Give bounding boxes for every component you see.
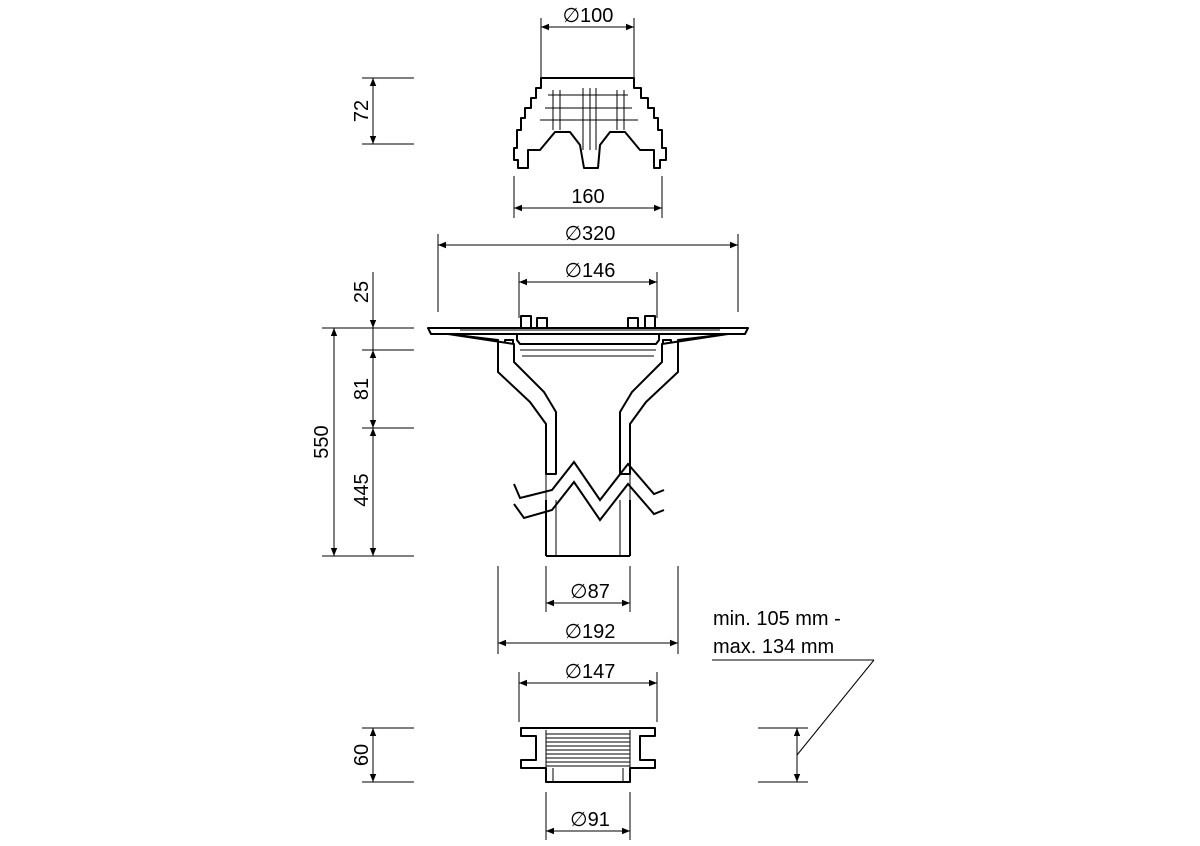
grate-icon	[513, 77, 667, 169]
svg-text:∅320: ∅320	[565, 223, 616, 245]
extension-bottom-diameter-value: 91	[588, 809, 610, 831]
extension-dimension-diameter-147: ∅147	[518, 661, 658, 722]
flange-dimension-height-25: 25	[351, 272, 414, 329]
body-dimension-length-550: 550	[311, 327, 414, 557]
range-note-line-2: max. 134 mm	[713, 636, 834, 658]
svg-text:∅91: ∅91	[570, 809, 610, 831]
grate-dimension-height-72: 72	[351, 77, 414, 145]
pipe-length-value: 445	[351, 473, 373, 506]
flange-dimension-diameter-320: ∅320	[437, 223, 739, 312]
grate-diameter-value: 100	[580, 5, 613, 27]
grate-base-width-value: 160	[571, 186, 604, 208]
pipe-diameter-value: 87	[588, 581, 610, 603]
svg-text:∅147: ∅147	[565, 661, 616, 683]
extension-dimension-height-60: 60	[351, 727, 414, 783]
body-dimension-length-81: 81	[351, 328, 414, 429]
svg-text:∅146: ∅146	[565, 260, 616, 282]
adjustment-range-callout: min. 105 mm - max. 134 mm	[712, 608, 875, 783]
drain-body-icon	[427, 315, 749, 557]
flange-height-value: 25	[351, 281, 373, 303]
pipe-dimension-length-445: 445	[351, 428, 377, 556]
body-dimension-diameter-146: ∅146	[518, 260, 658, 318]
extension-top-diameter-value: 147	[582, 661, 615, 683]
svg-text:∅100: ∅100	[563, 5, 614, 27]
break-line-icon	[513, 460, 665, 522]
extension-dimension-diameter-91: ∅91	[545, 792, 631, 840]
grate-dimension-diameter-100: ∅100	[540, 5, 635, 78]
svg-text:∅87: ∅87	[570, 581, 610, 603]
total-length-value: 550	[311, 425, 333, 458]
range-note-line-1: min. 105 mm -	[713, 608, 841, 630]
svg-text:∅192: ∅192	[565, 621, 616, 643]
grate-dimension-width-160: 160	[513, 176, 663, 218]
pipe-dimension-diameter-87: ∅87	[545, 566, 631, 612]
grate-height-value: 72	[351, 100, 373, 122]
upper-section-value: 81	[351, 378, 373, 400]
sleeve-dimension-diameter-192: ∅192	[497, 566, 679, 654]
extension-height-value: 60	[351, 744, 373, 766]
flange-diameter-value: 320	[582, 223, 615, 245]
extension-piece-icon	[520, 727, 656, 783]
diameter-symbol: ∅	[563, 5, 580, 27]
sleeve-diameter-value: 192	[582, 621, 615, 643]
body-inner-diameter-value: 146	[582, 260, 615, 282]
